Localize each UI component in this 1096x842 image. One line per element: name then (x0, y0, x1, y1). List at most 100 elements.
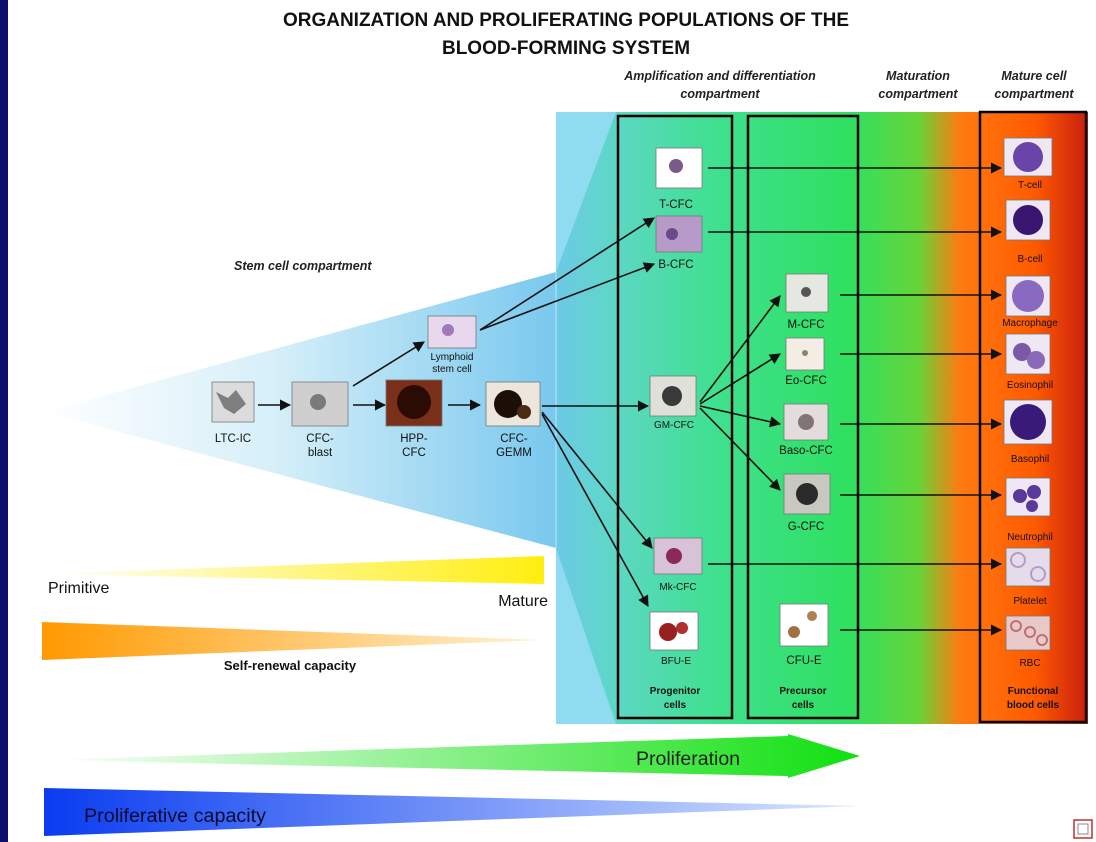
baso-cfc-label: Baso-CFC (779, 445, 833, 457)
amplification-header-2: compartment (680, 87, 760, 101)
node-m-cfc: M-CFC (785, 273, 829, 331)
gm-cfc-colony (662, 386, 682, 406)
corner-logo-inner (1077, 823, 1089, 835)
neutrophil-label: Neutrophil (1007, 532, 1053, 543)
maturation-header-2: compartment (878, 87, 958, 101)
node-gm-cfc: GM-CFC (649, 375, 697, 431)
t-cfc-label: T-CFC (659, 199, 693, 211)
m-cfc-colony (801, 287, 811, 297)
arrow-gm-to-basocfc (699, 405, 782, 428)
self-renewal-label: Self-renewal capacity (224, 658, 357, 673)
node-cfc-gemm: CFC- GEMM (485, 381, 541, 459)
node-ltc-ic: LTC-IC (211, 381, 255, 445)
proliferation-arrow (48, 734, 860, 778)
hematopoiesis-diagram: ORGANIZATION AND PROLIFERATING POPULATIO… (42, 10, 1093, 839)
t-cell-nucleus (1013, 142, 1043, 172)
mk-cfc-label: Mk-CFC (659, 582, 696, 593)
node-g-cfc: G-CFC (783, 473, 831, 533)
m-cfc-label: M-CFC (787, 319, 824, 331)
hpp-cfc-colony (397, 385, 431, 419)
precursor-box-label-1: Precursor (779, 686, 826, 697)
stem-compartment-header: Stem cell compartment (234, 259, 372, 273)
node-hpp-cfc: HPP- CFC (385, 379, 443, 459)
rbc-a (1010, 620, 1022, 632)
primitive-mature-bar (44, 556, 544, 584)
node-bfu-e: BFU-E (649, 611, 699, 667)
node-eo-cfc: Eo-CFC (785, 337, 827, 387)
node-macrophage: Macrophage (1002, 275, 1058, 329)
cfc-blast-colony (310, 394, 326, 410)
macrophage-nucleus (1012, 280, 1044, 312)
lymphoid-label-1: Lymphoid (431, 352, 474, 363)
t-cell-label: T-cell (1018, 180, 1042, 191)
cfu-e-label: CFU-E (786, 655, 821, 667)
functional-box (978, 110, 1088, 724)
arrow-blast-to-lymphoid (352, 341, 425, 387)
progenitor-box-label-2: cells (664, 700, 687, 711)
arrow-gm-to-mcfc (699, 295, 781, 403)
functional-box-label-1: Functional (1008, 686, 1059, 697)
node-b-cfc: B-CFC (655, 215, 703, 271)
arrow-gm-to-eocfc (699, 353, 781, 405)
node-platelet: Platelet (1005, 547, 1051, 607)
eo-cfc-colony (802, 350, 808, 356)
basophil-nucleus (1010, 404, 1046, 440)
macrophage-label: Macrophage (1002, 318, 1058, 329)
g-cfc-colony (796, 483, 818, 505)
mk-cfc-cell (666, 548, 682, 564)
b-cell-nucleus (1013, 205, 1043, 235)
funnel-bottom-wedge (556, 548, 616, 724)
hpp-cfc-label-2: CFC (402, 447, 426, 459)
title-line-1: ORGANIZATION AND PROLIFERATING POPULATIO… (283, 10, 849, 31)
neutrophil-lobe-a (1013, 489, 1027, 503)
proliferative-capacity-bar (44, 788, 860, 836)
eosinophil-lobe-a (1013, 343, 1031, 361)
node-eosinophil: Eosinophil (1005, 333, 1053, 391)
node-t-cfc: T-CFC (655, 147, 703, 211)
cfc-gemm-colony (494, 390, 522, 418)
amplification-header-1: Amplification and differentiation (623, 69, 816, 83)
platelet-rbc-b (1030, 566, 1046, 582)
arrow-gm-to-gcfc (699, 407, 781, 491)
t-cfc-cell (669, 159, 683, 173)
basophil-label: Basophil (1011, 454, 1049, 465)
b-cfc-image (655, 215, 703, 253)
cfc-gemm-satellite (517, 405, 531, 419)
primitive-label: Primitive (48, 580, 109, 597)
functional-box-label-2: blood cells (1007, 700, 1060, 711)
proliferative-capacity-label: Proliferative capacity (84, 806, 267, 827)
b-cfc-cell (666, 228, 678, 240)
lineage-arrows (258, 162, 1003, 636)
cfc-gemm-label-1: CFC- (500, 433, 528, 445)
funnel-top-wedge (556, 112, 616, 272)
node-t-cell: T-cell (1003, 137, 1053, 191)
progenitor-box-label-1: Progenitor (650, 686, 701, 697)
arrow-gemm-to-bfue (541, 413, 649, 607)
mature-header-1: Mature cell (1001, 69, 1067, 83)
rbc-label: RBC (1019, 658, 1040, 669)
cfc-gemm-label-2: GEMM (496, 447, 532, 459)
gm-cfc-label: GM-CFC (654, 420, 694, 431)
precursor-box-label-2: cells (792, 700, 815, 711)
bfu-e-colony (659, 623, 677, 641)
cfu-e-colony-a (788, 626, 800, 638)
hpp-cfc-label-1: HPP- (400, 433, 428, 445)
node-lymphoid-stem: Lymphoid stem cell (427, 315, 477, 375)
node-cfu-e: CFU-E (779, 603, 829, 667)
eosinophil-lobe-b (1027, 351, 1045, 369)
g-cfc-label: G-CFC (788, 521, 824, 533)
cfu-e-colony-b (807, 611, 817, 621)
lymphoid-label-2: stem cell (432, 364, 471, 375)
b-cfc-label: B-CFC (658, 259, 693, 271)
eosinophil-label: Eosinophil (1007, 380, 1053, 391)
platelet-rbc-a (1010, 552, 1026, 568)
arrow-lymphoid-to-bcfc (479, 262, 656, 331)
corner-logo-icon (1073, 819, 1093, 839)
self-renewal-bar (42, 622, 544, 660)
cfc-blast-label-1: CFC- (306, 433, 334, 445)
title-line-2: BLOOD-FORMING SYSTEM (442, 38, 690, 59)
ltc-ic-cluster (216, 390, 246, 414)
lymphoid-cell (442, 324, 454, 336)
bfu-e-label: BFU-E (661, 656, 691, 667)
bfu-e-satellite (676, 622, 688, 634)
